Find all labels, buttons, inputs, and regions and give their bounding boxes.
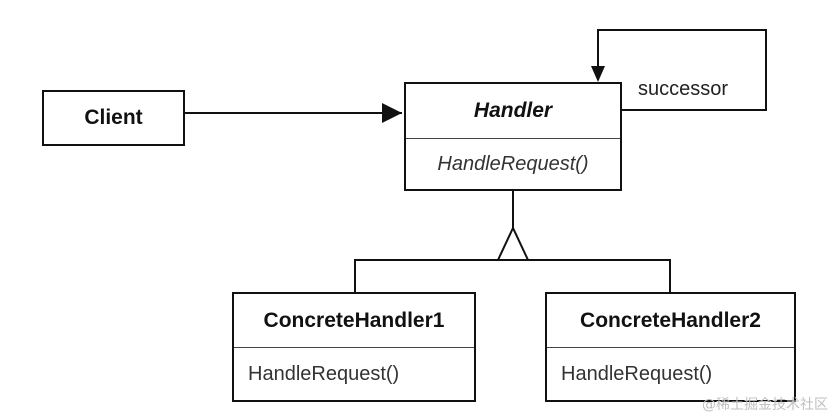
handler-class-name: Handler bbox=[406, 84, 620, 139]
successor-arrowhead bbox=[591, 66, 605, 82]
concrete-handler-2-box: ConcreteHandler2 HandleRequest() bbox=[545, 292, 796, 402]
concrete-handler-1-name: ConcreteHandler1 bbox=[234, 294, 474, 348]
inheritance-branch bbox=[354, 259, 671, 292]
inheritance-triangle bbox=[496, 225, 530, 261]
watermark: @稀土掘金技术社区 bbox=[702, 397, 828, 413]
concrete-handler-1-box: ConcreteHandler1 HandleRequest() bbox=[232, 292, 476, 402]
concrete-handler-2-name: ConcreteHandler2 bbox=[547, 294, 794, 348]
successor-loop bbox=[597, 29, 767, 111]
handler-operation: HandleRequest() bbox=[437, 152, 589, 175]
concrete-handler-1-operation: HandleRequest() bbox=[248, 362, 400, 385]
client-class-name: Client bbox=[84, 106, 143, 129]
client-class-box: Client bbox=[42, 90, 185, 146]
successor-label: successor bbox=[638, 78, 729, 100]
handler-class-box: Handler HandleRequest() bbox=[404, 82, 622, 191]
concrete-handler-2-operation: HandleRequest() bbox=[561, 362, 713, 385]
